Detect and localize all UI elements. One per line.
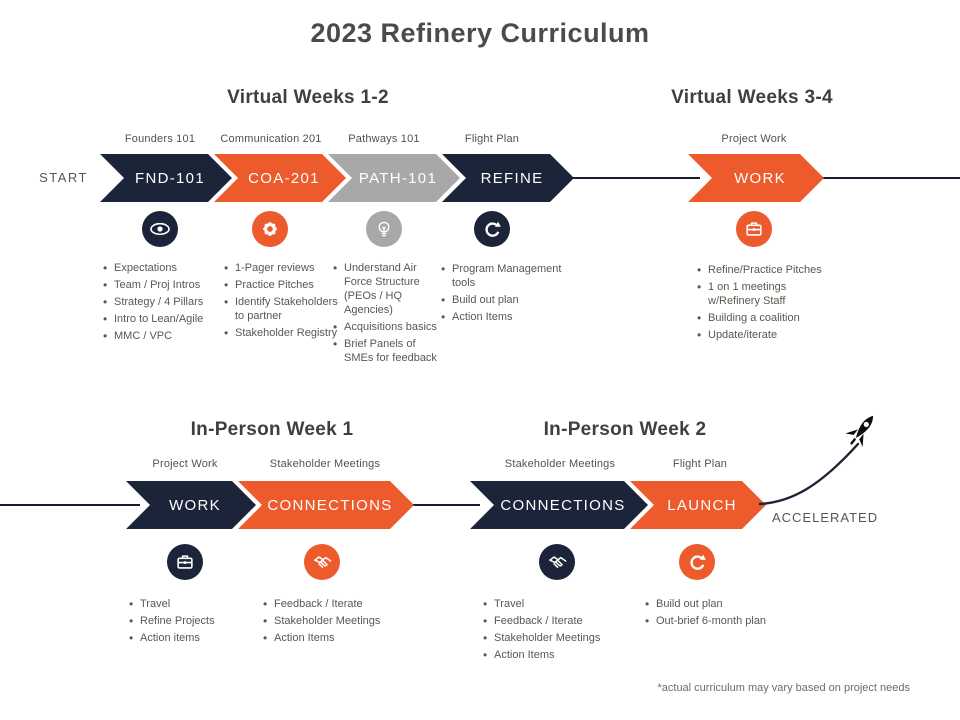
list-item: Building a coalition — [697, 311, 826, 326]
list-item: Feedback / Iterate — [263, 597, 409, 612]
list-item: Build out plan — [441, 293, 570, 308]
chevron-label: PATH-101 — [358, 169, 438, 187]
list-item: Acquisitions basics — [333, 320, 446, 335]
chevron-label: REFINE — [480, 169, 544, 187]
list-item: Action Items — [263, 631, 409, 646]
chevron-label: FND-101 — [135, 169, 205, 187]
timeline-line — [560, 177, 700, 179]
handshake-icon — [539, 544, 575, 580]
bullet-list-launch: Build out plan Out-brief 6-month plan — [642, 597, 771, 632]
course-label: Stakeholder Meetings — [504, 458, 616, 470]
course-label: Pathways 101 — [348, 133, 420, 145]
start-label: START — [39, 170, 88, 185]
chevron-label: COA-201 — [248, 169, 320, 187]
list-item: Travel — [129, 597, 260, 612]
list-item: Team / Proj Intros — [103, 278, 234, 293]
gear-icon — [252, 211, 288, 247]
chevron-label: CONNECTIONS — [500, 496, 626, 514]
rocket-icon — [836, 408, 888, 460]
course-label: Flight Plan — [672, 458, 728, 470]
course-label: Founders 101 — [124, 133, 196, 145]
list-item: Intro to Lean/Agile — [103, 312, 234, 327]
list-item: Action Items — [483, 648, 629, 663]
list-item: Strategy / 4 Pillars — [103, 295, 234, 310]
section-heading-in-person-week-1: In-Person Week 1 — [190, 419, 354, 440]
chevron-label: WORK — [169, 496, 221, 514]
briefcase-icon — [736, 211, 772, 247]
page-title: 2023 Refinery Curriculum — [310, 18, 650, 48]
chevron-connections-1: CONNECTIONS — [238, 481, 414, 529]
bullet-list-fnd: Expectations Team / Proj Intros Strategy… — [100, 261, 234, 347]
list-item: Practice Pitches — [224, 278, 339, 293]
course-label: Flight Plan — [464, 133, 520, 145]
accelerated-label: ACCELERATED — [772, 510, 879, 525]
section-heading-virtual-weeks-1-2: Virtual Weeks 1-2 — [227, 87, 389, 108]
handshake-icon — [304, 544, 340, 580]
list-item: Action Items — [441, 310, 570, 325]
list-item: Stakeholder Registry — [224, 326, 339, 341]
list-item: Update/iterate — [697, 328, 826, 343]
timeline-line — [0, 504, 140, 506]
launch-swoosh-curve — [758, 438, 870, 512]
list-item: Travel — [483, 597, 629, 612]
bullet-list-work-virtual: Refine/Practice Pitches 1 on 1 meetings … — [694, 263, 826, 346]
chevron-work-inperson: WORK — [126, 481, 256, 529]
footnote: *actual curriculum may vary based on pro… — [657, 682, 910, 694]
course-label: Project Work — [721, 133, 787, 145]
bullet-list-refine: Program Management tools Build out plan … — [438, 262, 570, 328]
list-item: Refine/Practice Pitches — [697, 263, 826, 278]
refresh-icon — [474, 211, 510, 247]
lightbulb-icon — [366, 211, 402, 247]
section-heading-virtual-weeks-3-4: Virtual Weeks 3-4 — [671, 87, 833, 108]
list-item: Program Management tools — [441, 262, 570, 291]
chevron-work-virtual: WORK — [688, 154, 824, 202]
list-item: Out-brief 6-month plan — [645, 614, 771, 629]
chevron-label: WORK — [734, 169, 786, 187]
briefcase-icon — [167, 544, 203, 580]
bullet-list-connections-2: Travel Feedback / Iterate Stakeholder Me… — [480, 597, 629, 666]
section-heading-in-person-week-2: In-Person Week 2 — [543, 419, 707, 440]
course-label: Stakeholder Meetings — [269, 458, 381, 470]
bullet-list-connections-1: Feedback / Iterate Stakeholder Meetings … — [260, 597, 409, 649]
list-item: Understand Air Force Structure (PEOs / H… — [333, 261, 446, 318]
course-label: Project Work — [152, 458, 218, 470]
chevron-connections-2: CONNECTIONS — [470, 481, 648, 529]
list-item: Identify Stakeholders to partner — [224, 295, 339, 324]
list-item: Build out plan — [645, 597, 771, 612]
chevron-label: CONNECTIONS — [267, 496, 393, 514]
eye-icon — [142, 211, 178, 247]
list-item: Stakeholder Meetings — [483, 631, 629, 646]
list-item: Stakeholder Meetings — [263, 614, 409, 629]
list-item: Refine Projects — [129, 614, 260, 629]
bullet-list-coa: 1-Pager reviews Practice Pitches Identif… — [221, 261, 339, 344]
refresh-icon — [679, 544, 715, 580]
list-item: Feedback / Iterate — [483, 614, 629, 629]
list-item: 1-Pager reviews — [224, 261, 339, 276]
bullet-list-path: Understand Air Force Structure (PEOs / H… — [330, 261, 446, 369]
list-item: 1 on 1 meetings w/Refinery Staff — [697, 280, 826, 309]
bullet-list-work-inperson: Travel Refine Projects Action items — [126, 597, 260, 649]
chevron-label: LAUNCH — [667, 496, 737, 514]
list-item: MMC / VPC — [103, 329, 234, 344]
course-label: Communication 201 — [220, 133, 322, 145]
chevron-fnd-101: FND-101 — [100, 154, 232, 202]
chevron-refine: REFINE — [442, 154, 574, 202]
list-item: Brief Panels of SMEs for feedback — [333, 337, 446, 366]
chevron-launch: LAUNCH — [630, 481, 766, 529]
list-item: Action items — [129, 631, 260, 646]
chevron-coa-201: COA-201 — [214, 154, 346, 202]
timeline-line — [810, 177, 960, 179]
timeline-line — [404, 504, 480, 506]
list-item: Expectations — [103, 261, 234, 276]
chevron-path-101: PATH-101 — [328, 154, 460, 202]
